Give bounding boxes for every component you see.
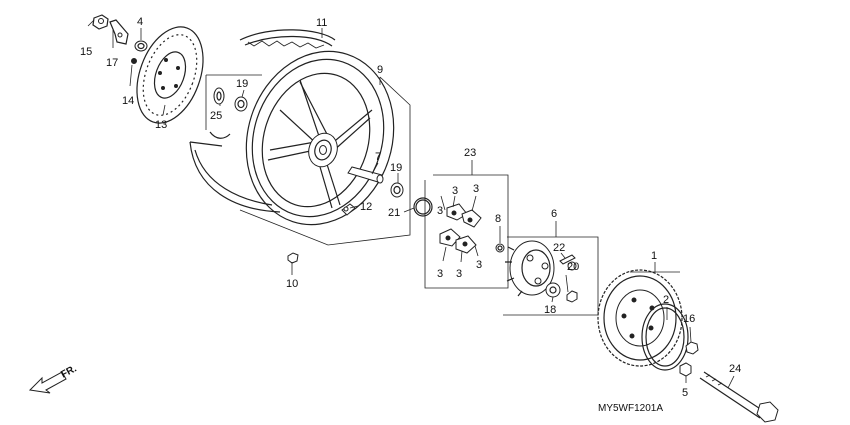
label-17: 17 (106, 57, 118, 69)
label-20: 20 (567, 261, 579, 273)
front-direction-label: FR. (59, 363, 79, 380)
label-21: 21 (388, 207, 400, 219)
label-3f: 3 (437, 205, 443, 217)
label-16: 16 (683, 313, 695, 325)
label-2: 2 (663, 294, 669, 306)
disc-hardware (92, 14, 148, 64)
sprocket-plate (641, 303, 689, 371)
wheel-group-bracket (205, 74, 411, 246)
label-19a: 19 (236, 78, 248, 90)
label-18: 18 (544, 304, 556, 316)
label-8: 8 (495, 213, 501, 225)
label-3e: 3 (476, 259, 482, 271)
damper-rubber-group (424, 174, 509, 289)
label-3d: 3 (456, 268, 462, 280)
label-19b: 19 (390, 162, 402, 174)
label-10: 10 (286, 278, 298, 290)
label-3c: 3 (437, 268, 443, 280)
label-4: 4 (137, 16, 143, 28)
part-labels: 15 4 17 14 13 11 9 19 25 7 19 21 12 10 2… (80, 16, 741, 399)
label-1: 1 (651, 250, 657, 262)
label-5: 5 (682, 387, 688, 399)
label-24: 24 (729, 363, 741, 375)
label-11: 11 (316, 17, 327, 29)
label-22: 22 (553, 242, 565, 254)
rear-wheel (189, 50, 395, 226)
brake-disc (136, 26, 204, 124)
rear-tire (239, 29, 336, 49)
label-3a: 3 (452, 185, 458, 197)
valve-and-cap (287, 203, 356, 264)
sprocket-hub-group (503, 236, 599, 316)
label-13: 13 (155, 119, 167, 131)
label-23: 23 (464, 147, 476, 159)
label-25: 25 (210, 110, 222, 122)
wheel-bearings (213, 87, 433, 217)
label-9: 9 (377, 64, 383, 76)
front-direction-arrow: FR. (28, 363, 79, 394)
label-12: 12 (360, 201, 372, 213)
leader-lines (87, 19, 735, 389)
diagram-code: MY5WF1201A (598, 403, 663, 414)
sprocket-stud-bolt (699, 371, 779, 423)
label-3b: 3 (473, 183, 479, 195)
label-14: 14 (122, 95, 134, 107)
driven-sprocket (597, 269, 683, 367)
label-6: 6 (551, 208, 557, 220)
label-7: 7 (375, 151, 381, 163)
label-15: 15 (80, 46, 92, 58)
